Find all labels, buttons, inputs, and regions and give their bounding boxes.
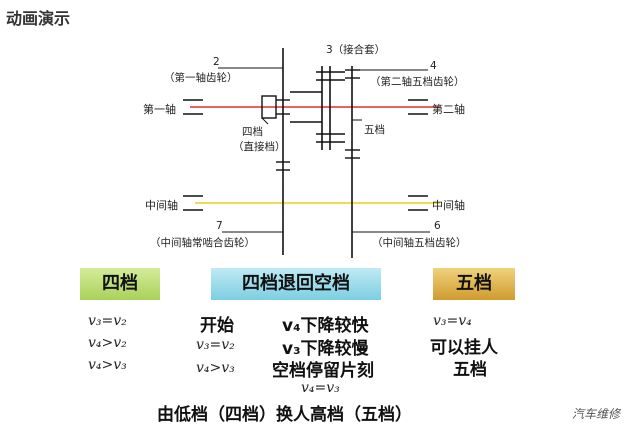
fifth-gear-label: 五档 (364, 124, 385, 136)
neutral-title: 四档退回空档 (211, 268, 381, 300)
right-line-2: 可以挂人 (430, 338, 498, 358)
gear4-label: （第二轴五档齿轮） (370, 76, 465, 88)
middle-equal-line: v₄=v₃ (301, 380, 340, 396)
gear2-label: （第一轴齿轮） (164, 72, 238, 84)
left-line-2: v₄>v₂ (88, 335, 127, 351)
fourth-gear-title: 四档 (80, 268, 160, 300)
fourth-gear-leader (261, 117, 269, 125)
fourth-gear-label: 四档 (242, 126, 263, 138)
gear4-number: 4 (430, 60, 437, 72)
sleeve3-label: 3（接合套） (326, 44, 386, 56)
fifth-gear-title: 五档 (433, 268, 515, 300)
gear7-label: （中间轴常啮合齿轮） (150, 237, 255, 249)
second-shaft-label: 第二轴 (432, 103, 465, 116)
first-shaft-label: 第一轴 (143, 103, 176, 116)
middle-left-line-2: v₄>v₃ (196, 360, 235, 376)
middle-right-line-2: v₃下降较慢 (282, 339, 369, 359)
countershaft-left-label: 中间轴 (145, 199, 178, 212)
right-line-3: 五档 (453, 360, 487, 380)
watermark-logo: 汽车维修 (572, 407, 621, 421)
start-label: 开始 (200, 316, 234, 336)
fourth-direct-label: （直接档） (233, 141, 286, 153)
middle-right-line-3: 空档停留片刻 (272, 361, 374, 381)
middle-right-line-1: v₄下降较快 (282, 316, 369, 336)
gearbox-diagram (183, 48, 440, 258)
page-title: 动画演示 (6, 9, 71, 28)
gear7-number: 7 (216, 220, 223, 232)
gear6-label: （中间轴五档齿轮） (372, 237, 467, 249)
right-line-1: v₃=v₄ (433, 313, 472, 329)
middle-left-line-1: v₃=v₂ (196, 337, 235, 353)
left-line-1: v₃=v₂ (88, 313, 127, 329)
left-line-3: v₄>v₃ (88, 357, 127, 373)
gear2-number: 2 (213, 56, 220, 68)
countershaft-right-label: 中间轴 (432, 199, 465, 212)
footer-caption: 由低档（四档）换人高档（五档） (157, 405, 412, 425)
gear6-number: 6 (434, 220, 441, 232)
